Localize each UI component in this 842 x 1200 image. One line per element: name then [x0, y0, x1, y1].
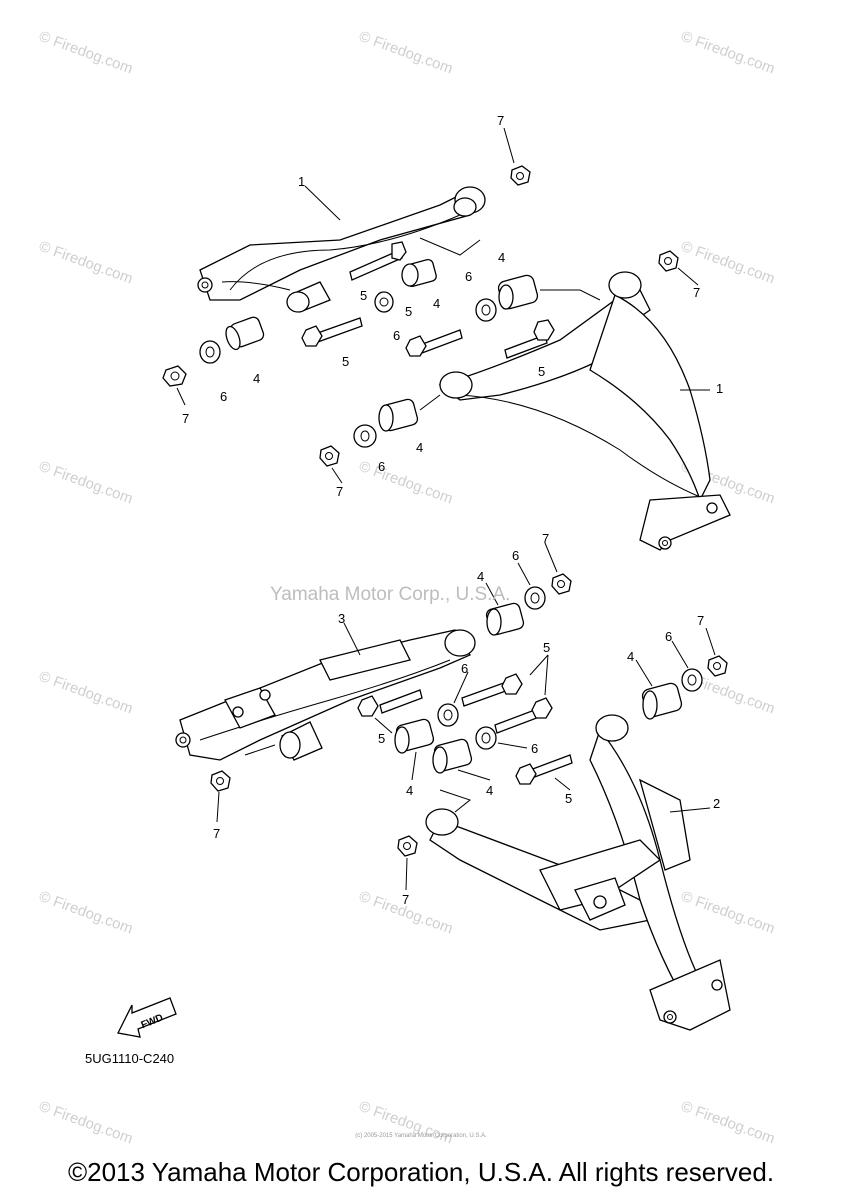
- callout-5: 5: [538, 364, 545, 379]
- callout-7: 7: [402, 892, 409, 907]
- callout-6: 6: [531, 741, 538, 756]
- callout-7: 7: [182, 411, 189, 426]
- callout-6: 6: [461, 661, 468, 676]
- upper-callouts: 7 1 4 6 7 5 4 5 6 5 5 4 1 6 7 4 6 7: [182, 113, 723, 499]
- watermark: © Firedog.com: [679, 888, 777, 938]
- watermark: © Firedog.com: [37, 238, 135, 288]
- callout-7: 7: [497, 113, 504, 128]
- callout-7: 7: [697, 613, 704, 628]
- callout-4: 4: [406, 783, 413, 798]
- callout-4: 4: [416, 440, 423, 455]
- diagram-reference-code: 5UG1110-C240: [85, 1051, 175, 1066]
- callout-4: 4: [627, 649, 634, 664]
- callout-5: 5: [342, 354, 349, 369]
- upper-leaders: [176, 127, 710, 484]
- upper-hardware: [162, 165, 679, 467]
- copyright-notice: ©2013 Yamaha Motor Corporation, U.S.A. A…: [67, 1157, 775, 1187]
- watermark: © Firedog.com: [37, 458, 135, 508]
- callout-4: 4: [433, 296, 440, 311]
- watermark: © Firedog.com: [357, 458, 455, 508]
- fwd-arrow-icon: FWD: [117, 997, 177, 1038]
- upper-arm-right: [438, 271, 731, 551]
- callout-5: 5: [378, 731, 385, 746]
- watermark: © Firedog.com: [357, 28, 455, 78]
- lower-arm-left: [175, 629, 476, 761]
- watermark: © Firedog.com: [37, 28, 135, 78]
- callout-1: 1: [716, 381, 723, 396]
- callout-6: 6: [393, 328, 400, 343]
- watermark: © Firedog.com: [37, 668, 135, 718]
- upper-arm-left: [197, 186, 486, 313]
- center-watermark: Yamaha Motor Corp., U.S.A.: [270, 584, 511, 605]
- callout-1: 1: [298, 174, 305, 189]
- watermark: © Firedog.com: [679, 28, 777, 78]
- lower-arm-right: [425, 714, 731, 1031]
- callout-6: 6: [512, 548, 519, 563]
- lower-leaders: [216, 542, 716, 891]
- tiny-copyright: (c) 2005-2015 Yamaha Motor Corporation, …: [355, 1133, 487, 1139]
- callout-6: 6: [220, 389, 227, 404]
- callout-5: 5: [405, 304, 412, 319]
- watermark: © Firedog.com: [357, 1098, 455, 1148]
- callout-4: 4: [477, 569, 484, 584]
- callout-6: 6: [665, 629, 672, 644]
- callout-2: 2: [713, 796, 720, 811]
- watermark: © Firedog.com: [679, 1098, 777, 1148]
- lower-hardware: [210, 573, 728, 857]
- callout-7: 7: [336, 484, 343, 499]
- watermark: © Firedog.com: [37, 1098, 135, 1148]
- callout-5: 5: [565, 791, 572, 806]
- callout-7: 7: [213, 826, 220, 841]
- callout-5: 5: [543, 640, 550, 655]
- watermark: © Firedog.com: [37, 888, 135, 938]
- callout-6: 6: [465, 269, 472, 284]
- callout-7: 7: [542, 531, 549, 546]
- watermark: © Firedog.com: [679, 238, 777, 288]
- callout-5: 5: [360, 288, 367, 303]
- callout-7: 7: [693, 285, 700, 300]
- callout-3: 3: [338, 611, 345, 626]
- callout-6: 6: [378, 459, 385, 474]
- lower-callouts: 7 6 4 3 7 6 5 4 6 5 6 4 4 5 2 7 7: [213, 531, 720, 907]
- callout-4: 4: [486, 783, 493, 798]
- callout-4: 4: [253, 371, 260, 386]
- callout-4: 4: [498, 250, 505, 265]
